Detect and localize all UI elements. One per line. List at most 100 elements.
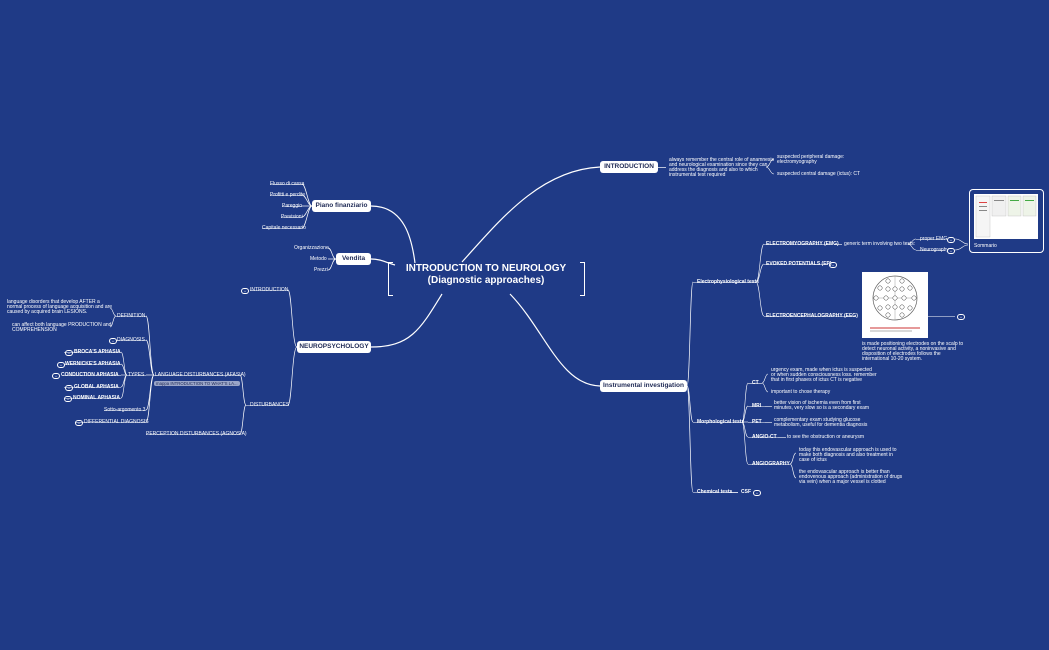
angiography-label[interactable]: ANGIOGRAPHY [752, 461, 790, 467]
pet-text: metabolism, useful for dementia diagnosi… [774, 422, 868, 428]
definition-text: caused by acquired brain LESIONS. [7, 309, 88, 315]
collapse-icon[interactable]: + [957, 314, 965, 320]
ep-label[interactable]: EVOKED POTENTIALS (EP) [766, 261, 832, 267]
eeg-text: international 10-20 system. [862, 356, 923, 362]
pet-label[interactable]: PET [752, 419, 762, 425]
neuro-disturbances[interactable]: DISTURBANCES [250, 402, 290, 408]
central-title: INTRODUCTION TO NEUROLOGY [405, 263, 567, 274]
collapse-icon[interactable]: + [65, 385, 73, 391]
instrumental-node[interactable]: Instrumental investigation [600, 380, 687, 392]
morph-tests[interactable]: Morphological tests [697, 419, 745, 425]
eeg-electrode-diagram[interactable] [862, 272, 928, 338]
collapse-icon[interactable]: + [829, 262, 837, 268]
angiography-text: case of ictus [799, 457, 827, 463]
finance-item[interactable]: Profitti e perdite [270, 192, 306, 198]
summary-table-icon [975, 195, 1037, 238]
intro-text: always remember the central role of anam… [669, 157, 775, 163]
sales-item[interactable]: Metodo [310, 256, 327, 262]
definition-text: language disorders that develop AFTER a [7, 299, 100, 305]
finance-item[interactable]: Flusso di cassa [270, 181, 305, 187]
intro-text: instrumental test required [669, 172, 726, 178]
collapse-icon[interactable]: + [947, 248, 955, 254]
finance-item[interactable]: Capitale necessario [262, 225, 306, 231]
collapse-icon[interactable]: + [109, 338, 117, 344]
pet-text: complementary exam studying glucose [774, 417, 861, 423]
central-bracket-right [580, 262, 585, 296]
summary-box[interactable]: Sommario [969, 189, 1044, 253]
emg-label[interactable]: ELECTROMYOGRAPHY (EMG) [766, 241, 839, 247]
diagnosis-label[interactable]: DIAGNOSIS [117, 337, 145, 343]
angiography-text: the endovascular approach is better than [799, 469, 890, 475]
definition-label[interactable]: DEFINITION [117, 313, 146, 319]
angiography-text: today this endovascular approach is used… [799, 447, 897, 453]
ct-text: that in first phases of ictus CT is nega… [771, 377, 863, 383]
angiography-text: endovenous approach (administration of d… [799, 474, 903, 480]
peripheral-damage[interactable]: suspected peripheral damage: [777, 154, 845, 160]
collapse-icon[interactable]: + [65, 350, 73, 356]
collapse-icon[interactable]: + [64, 396, 72, 402]
emg-description: generic term involving two tests: [844, 241, 916, 247]
collapse-icon[interactable]: + [947, 237, 955, 243]
peripheral-damage[interactable]: electromyography [777, 159, 817, 165]
finance-node[interactable]: Piano finanziario [312, 200, 371, 212]
aphasia-type[interactable]: WERNICKE'S APHASIA [65, 361, 121, 367]
ct-text: important to chose therapy [771, 389, 831, 395]
chemical-tests[interactable]: Chemical tests [697, 489, 733, 495]
emg-subtest[interactable]: proper EMG [920, 236, 948, 242]
perception-disturbances[interactable]: PERCEPTION DISTURBANCES (AGNOSIA) [146, 431, 247, 437]
collapse-icon[interactable]: + [753, 490, 761, 496]
electro-tests[interactable]: Electrophysiological tests [697, 279, 759, 285]
summary-thumbnail[interactable] [974, 194, 1038, 239]
differential-diagnosis[interactable]: DIFFERENTIAL DIAGNOSIS [84, 419, 149, 425]
summary-label: Sommario [974, 243, 997, 249]
aphasia-type[interactable]: GLOBAL APHASIA [74, 384, 119, 390]
central-damage[interactable]: suspected central damage (ictus): CT [777, 171, 861, 177]
eeg-text: detect neuronal activity, a noninvasive … [862, 346, 956, 352]
types-label[interactable]: TYPES [128, 372, 145, 378]
mri-text: better vision of ischemia even from firs… [774, 400, 861, 406]
emg-subtest[interactable]: Neurography [920, 247, 949, 253]
mri-text: minutes, very slow so is a secondary exa… [774, 405, 870, 411]
aphasia-type[interactable]: NOMINAL APHASIA [73, 395, 120, 401]
angioct-text: to see the obstruction or aneurysm [787, 434, 864, 440]
angioct-label[interactable]: ANGIO-CT [752, 434, 777, 440]
central-bracket-left [388, 262, 393, 296]
central-topic[interactable]: INTRODUCTION TO NEUROLOGY (Diagnostic ap… [395, 263, 577, 287]
sales-item[interactable]: Prezzi [314, 267, 328, 273]
ct-label[interactable]: CT [752, 380, 759, 386]
intro-text: and neurological examination since they … [669, 162, 768, 168]
sales-item[interactable]: Organizzazione [294, 245, 329, 251]
eeg-text: disposition of electrodes follows the [862, 351, 941, 357]
eeg-text: is made positioning electrodes on the sc… [862, 341, 964, 347]
introduction-node[interactable]: INTRODUCTION [600, 161, 658, 173]
language-disturbances[interactable]: LANGUAGE DISTURBANCES (AFASIA) [155, 372, 246, 378]
mri-label[interactable]: MRI [752, 403, 762, 409]
collapse-icon[interactable]: + [57, 362, 65, 368]
intro-text: address the diagnosis and also to which [669, 167, 758, 173]
collapse-icon[interactable]: + [52, 373, 60, 379]
finance-item[interactable]: Pareggio [282, 203, 303, 209]
ct-text: or when sudden consciousness loss. remem… [771, 372, 877, 378]
definition-text: can affect both language PRODUCTION and [12, 322, 112, 328]
ct-text: urgency exam, made when ictus is suspect… [771, 367, 872, 373]
definition-text: COMPREHENSION [12, 327, 57, 333]
collapse-icon[interactable]: + [75, 420, 83, 426]
csf-label[interactable]: CSF [741, 489, 751, 495]
sales-node[interactable]: Vendita [336, 253, 371, 265]
central-subtitle: (Diagnostic approaches) [427, 275, 545, 286]
language-note-link[interactable]: mappa INTRODUCTION TO WHAT'S LA... [154, 381, 240, 386]
eeg-electrode-icon [870, 275, 920, 332]
definition-text: normal process of language acquisition a… [7, 304, 113, 310]
sub-topic-3[interactable]: Sotto-argomento 3 [104, 407, 146, 413]
eeg-label[interactable]: ELECTROENCEPHALOGRAPHY (EEG) [766, 313, 858, 319]
collapse-icon[interactable]: + [241, 288, 249, 294]
neuro-introduction[interactable]: INTRODUCTION [250, 287, 289, 293]
aphasia-type[interactable]: CONDUCTION APHASIA [61, 372, 119, 378]
aphasia-type[interactable]: BROCA'S APHASIA [74, 349, 121, 355]
angiography-text: make both diagnosis and also treatment i… [799, 452, 893, 458]
finance-item[interactable]: Previsioni [281, 214, 303, 220]
neuropsychology-node[interactable]: NEUROPSYCHOLOGY [297, 341, 371, 353]
angiography-text: via vein) when a major vessel is clotted [799, 479, 886, 485]
